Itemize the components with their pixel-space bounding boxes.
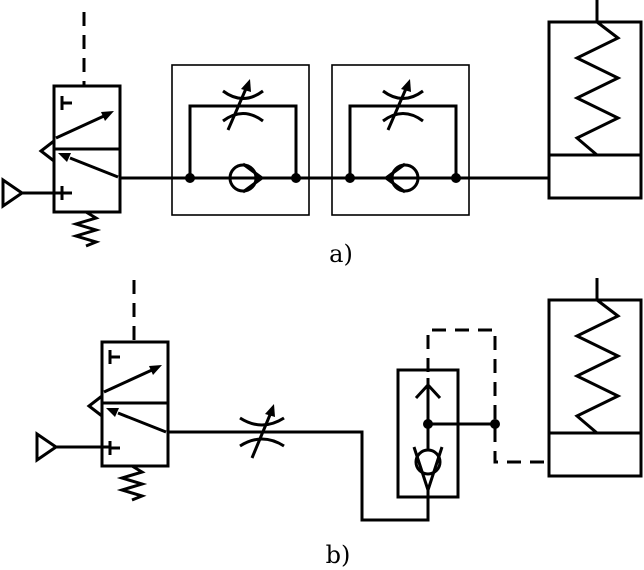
bypass-line [348,104,458,178]
pressure-source-icon [1,177,25,209]
return-spring-icon [116,464,148,502]
flow-control-valve-2 [331,64,470,216]
arrowhead-icon [265,404,275,417]
caption-b: b) [325,541,351,569]
junction-dot [451,173,461,183]
adjustable-throttle-arrow [250,409,274,459]
directional-valve-b [86,280,170,502]
junction-dot [490,419,500,429]
pilot-dashed-connection [426,328,549,464]
junction-dot [291,173,301,183]
flow-arrow-upper [103,368,153,394]
flow-arrow-upper [55,114,105,140]
adjustable-throttle-arrow [226,83,250,131]
valve-enclosure [171,64,310,216]
bypass-line [188,104,298,178]
arrowhead-icon [58,153,71,162]
detent-notch-icon [38,139,55,163]
throttle-upper-arc [239,416,285,427]
main-pressure-line [168,430,430,522]
arrowhead-icon [401,79,411,92]
air-supply-b [35,431,110,463]
detent-notch-icon [86,394,103,418]
throttle-valve-b [239,404,285,459]
caption-a: a) [329,240,353,268]
arrowhead-icon [149,365,162,375]
air-supply-a [1,177,62,209]
circuit-b [35,278,643,522]
arrowhead-icon [101,111,114,121]
cylinder-spring-icon [573,20,622,157]
single-acting-cylinder-a [547,0,643,200]
flow-arrow-lower [117,411,167,434]
return-spring-icon [70,210,102,248]
quick-exhaust-valve-b [396,368,500,499]
cylinder-body [547,298,643,478]
single-acting-cylinder-b [547,278,643,478]
check-seat-icon [383,162,406,194]
flow-control-valve-1 [171,64,310,216]
arrowhead-icon [106,408,119,417]
adjustable-throttle-arrow [386,83,410,131]
cylinder-body [547,20,643,200]
cylinder-spring-icon [573,298,622,435]
throttle-lower-arc [239,437,285,448]
flow-arrow-up-icon [414,382,442,400]
check-ball-icon [414,448,442,476]
throttle-lower-arc [382,112,424,123]
junction-dot [345,173,355,183]
valve-enclosure [331,64,470,216]
throttle-lower-arc [222,112,264,123]
pressure-source-icon [35,431,59,463]
circuit-a [1,0,643,248]
flow-arrow-lower [69,156,119,179]
check-seat-icon [242,162,265,194]
directional-valve-a [38,12,122,248]
junction-dot [185,173,195,183]
arrowhead-icon [241,79,251,92]
